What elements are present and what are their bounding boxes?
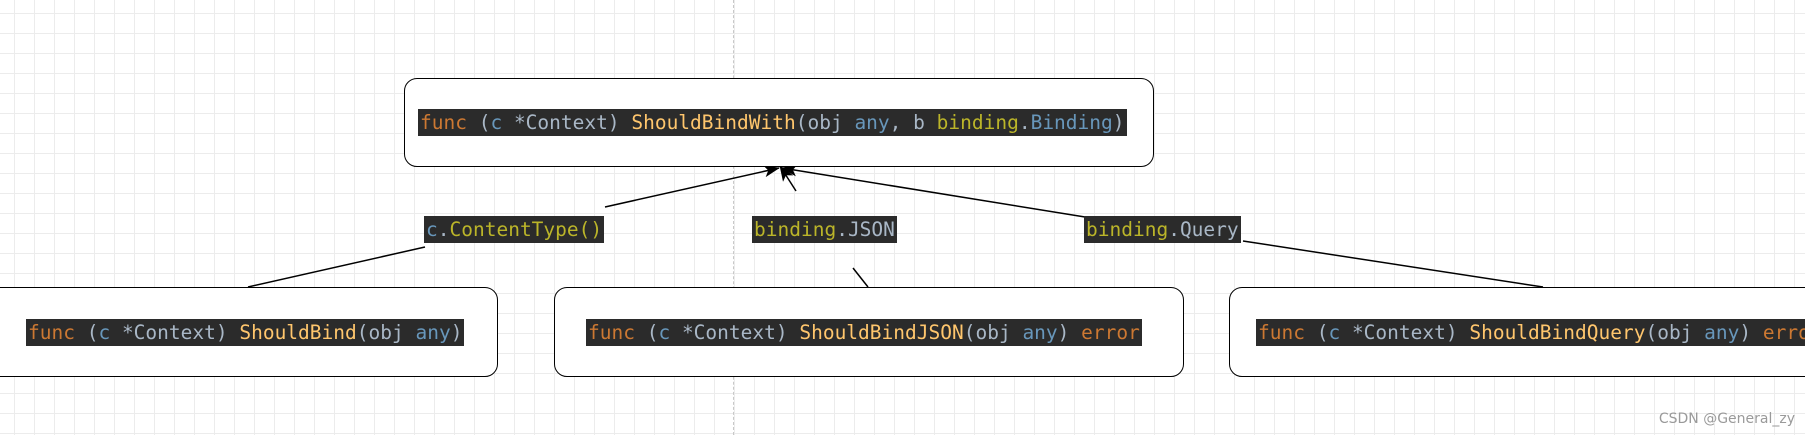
paren-open: ( [634, 320, 659, 344]
paren-open: ( [74, 320, 99, 344]
param-obj-type: any [403, 320, 451, 344]
edge-right-segment-upper [781, 164, 1086, 218]
edge-label-receiver: c [426, 218, 438, 241]
params-open: ( [356, 320, 369, 344]
function-name: ShouldBindJSON [787, 320, 964, 344]
receiver-type: *Context) [1340, 320, 1458, 344]
param-obj: obj [1657, 320, 1693, 344]
param-obj: obj [807, 111, 843, 134]
receiver-name: c [1328, 320, 1341, 344]
params-close: ) [1112, 111, 1125, 134]
param-comma: , [889, 111, 914, 134]
paren-open: ( [466, 111, 491, 134]
code-should-bind: func (c *Context) ShouldBind(obj any) [26, 318, 465, 346]
paren-open: ( [1304, 320, 1329, 344]
edge-label-name: JSON [847, 218, 895, 241]
param-obj: obj [368, 320, 404, 344]
params-close: ) [1739, 320, 1752, 344]
function-name: ShouldBind [227, 320, 357, 344]
node-should-bind-query: func (c *Context) ShouldBindQuery(obj an… [1229, 287, 1805, 377]
edge-label-name: Query [1179, 218, 1239, 241]
code-should-bind-json: func (c *Context) ShouldBindJSON(obj any… [586, 318, 1142, 346]
params-close: ) [450, 320, 463, 344]
edge-label-binding-query: binding.Query [1084, 216, 1241, 243]
edge-left-segment-lower [247, 246, 426, 288]
edge-label-package: binding [1086, 218, 1169, 241]
center-guide-line [733, 0, 734, 435]
node-should-bind-with: func (c *Context) ShouldBindWith(obj any… [404, 78, 1154, 167]
param-obj-type: any [842, 111, 890, 134]
keyword-func: func [588, 320, 635, 344]
edge-left-segment-upper [604, 165, 780, 208]
param-obj-type: any [1010, 320, 1058, 344]
edge-label-dot: . [836, 218, 848, 241]
receiver-type: *Context) [670, 320, 788, 344]
node-should-bind: func (c *Context) ShouldBind(obj any) [0, 287, 498, 377]
param-b: b [913, 111, 925, 134]
edge-label-binding-json: binding.JSON [752, 216, 897, 243]
edge-label-call: ContentType() [449, 218, 603, 241]
return-type: error [1069, 320, 1140, 344]
param-b-type: Binding [1030, 111, 1113, 134]
receiver-type: *Context) [110, 320, 228, 344]
node-should-bind-json: func (c *Context) ShouldBindJSON(obj any… [554, 287, 1184, 377]
keyword-func: func [1258, 320, 1305, 344]
edge-label-content-type: c.ContentType() [424, 216, 605, 243]
keyword-func: func [28, 320, 75, 344]
code-should-bind-with: func (c *Context) ShouldBindWith(obj any… [418, 109, 1127, 136]
function-name: ShouldBindQuery [1457, 320, 1646, 344]
receiver-name: c [98, 320, 111, 344]
param-obj: obj [975, 320, 1011, 344]
params-open: ( [963, 320, 976, 344]
edge-label-dot: . [1168, 218, 1180, 241]
receiver-name: c [490, 111, 503, 134]
function-name: ShouldBindWith [619, 111, 796, 134]
param-b-package: binding [924, 111, 1019, 134]
params-open: ( [795, 111, 808, 134]
edge-label-dot: . [437, 218, 450, 241]
param-obj-type: any [1692, 320, 1740, 344]
params-open: ( [1645, 320, 1658, 344]
code-should-bind-query: func (c *Context) ShouldBindQuery(obj an… [1256, 318, 1805, 346]
edge-label-package: binding [754, 218, 837, 241]
param-b-dot: . [1018, 111, 1031, 134]
edge-right-segment-lower [1242, 240, 1544, 288]
params-close: ) [1057, 320, 1070, 344]
return-type: error [1762, 320, 1805, 344]
receiver-name: c [658, 320, 671, 344]
edge-middle-segment-lower [852, 267, 869, 288]
watermark: CSDN @General_zy [1658, 411, 1795, 427]
keyword-func: func [420, 111, 467, 134]
receiver-type: *Context) [502, 111, 620, 134]
